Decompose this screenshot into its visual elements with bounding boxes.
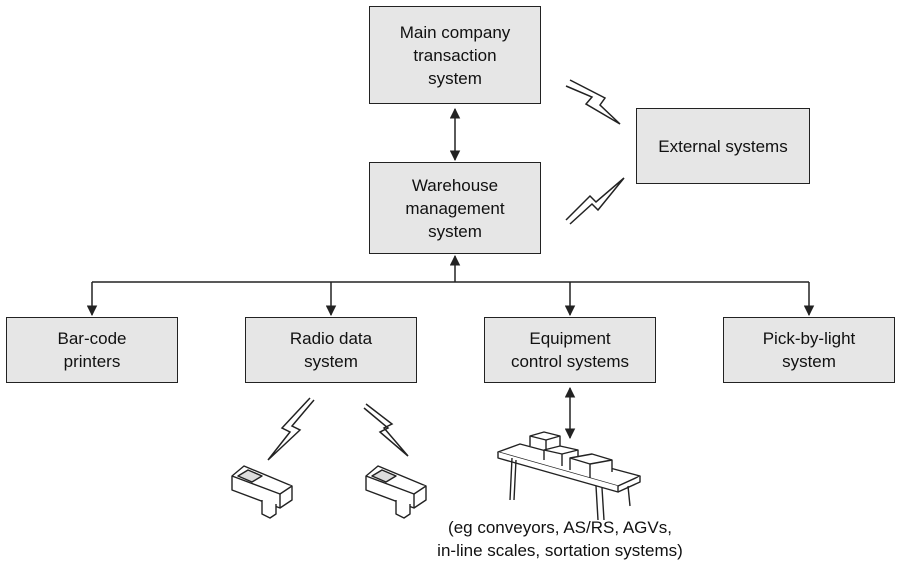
warehouse-management-system-box: Warehouse management system: [369, 162, 541, 254]
equipment-examples-caption: (eg conveyors, AS/RS, AGVs, in-line scal…: [437, 518, 683, 560]
wireless-link-icon: [363, 403, 409, 457]
external-systems-box: External systems: [636, 108, 810, 184]
radio-data-system-label: Radio data system: [289, 329, 373, 371]
warehouse-management-system-label: Warehouse management system: [405, 175, 505, 241]
radio-data-system-box: Radio data system: [245, 317, 417, 383]
external-systems-label: External systems: [658, 136, 788, 156]
main-company-transaction-system-box: Main company transaction system: [369, 6, 541, 104]
bar-code-printers-label: Bar-code printers: [57, 329, 127, 371]
wireless-link-icon: [565, 177, 625, 225]
conveyor-icon: [497, 431, 641, 521]
handheld-terminal-icon: [365, 465, 427, 519]
equipment-control-systems-label: Equipment control systems: [510, 329, 630, 371]
equipment-control-systems-box: Equipment control systems: [484, 317, 656, 383]
pick-by-light-system-box: Pick-by-light system: [723, 317, 895, 383]
handheld-terminal-icon: [231, 465, 293, 519]
bar-code-printers-box: Bar-code printers: [6, 317, 178, 383]
wireless-link-icon: [267, 397, 315, 461]
wireless-link-icon: [565, 79, 621, 125]
main-company-transaction-system-label: Main company transaction system: [399, 22, 511, 88]
pick-by-light-system-label: Pick-by-light system: [762, 329, 856, 371]
